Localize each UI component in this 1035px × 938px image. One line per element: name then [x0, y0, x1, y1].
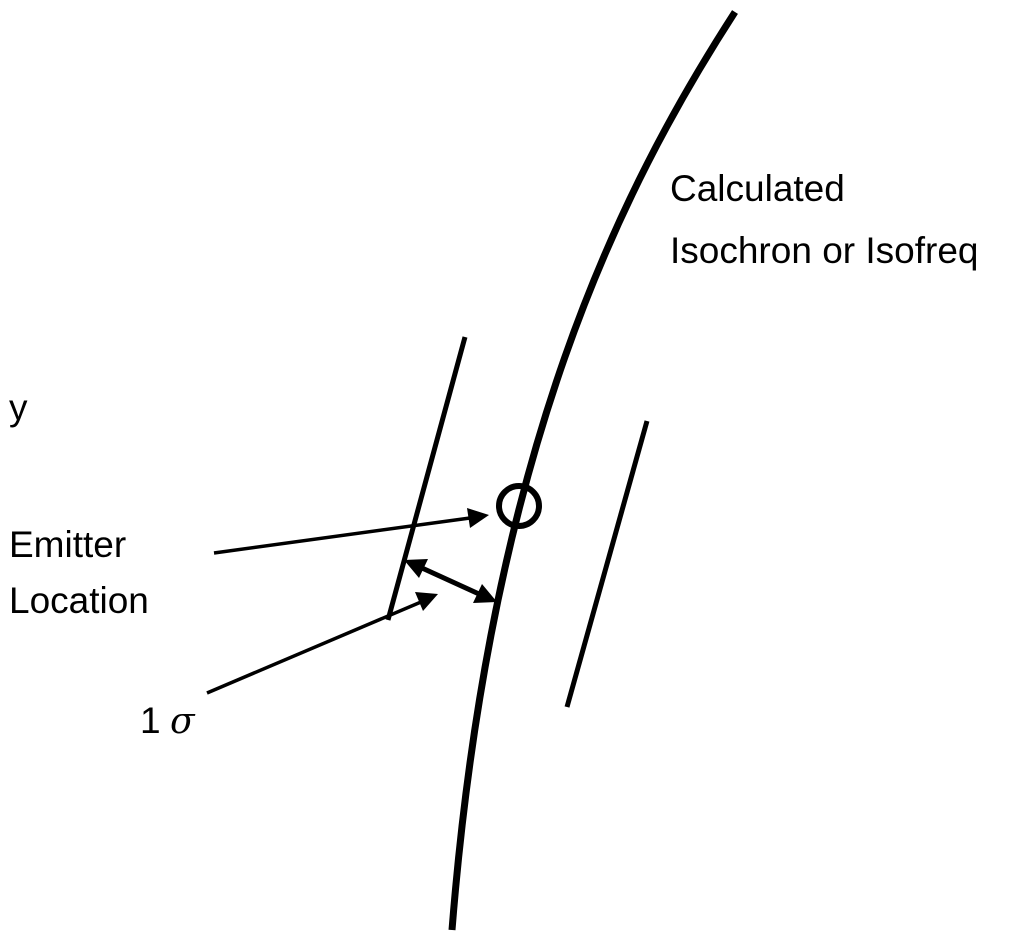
emitter-location-circle — [496, 483, 542, 529]
sigma-double-arrow-shaft — [420, 565, 481, 597]
sigma-double-arrow-head-left — [404, 559, 428, 578]
sigma-number-label: 1 — [140, 700, 161, 741]
emitter-label-line1: Emitter — [9, 524, 126, 565]
sigma-arrow-shaft — [206, 600, 422, 695]
sigma-symbol-label: σ — [170, 701, 196, 742]
sigma-double-arrow-head-right — [473, 584, 497, 603]
right-sigma-bound-line — [564, 420, 650, 708]
left-sigma-bound-line — [385, 336, 468, 621]
emitter-label-line2: Location — [9, 580, 149, 621]
sigma-arrow-head — [415, 592, 438, 611]
emitter-arrow-head — [467, 508, 489, 528]
isochron-curve — [448, 10, 738, 931]
curve-label-line1: Calculated — [670, 168, 845, 209]
curve-label-line2: Isochron or Isofreq — [670, 230, 978, 271]
emitter-arrow-shaft — [213, 516, 471, 555]
y-axis-label: y — [9, 387, 28, 428]
